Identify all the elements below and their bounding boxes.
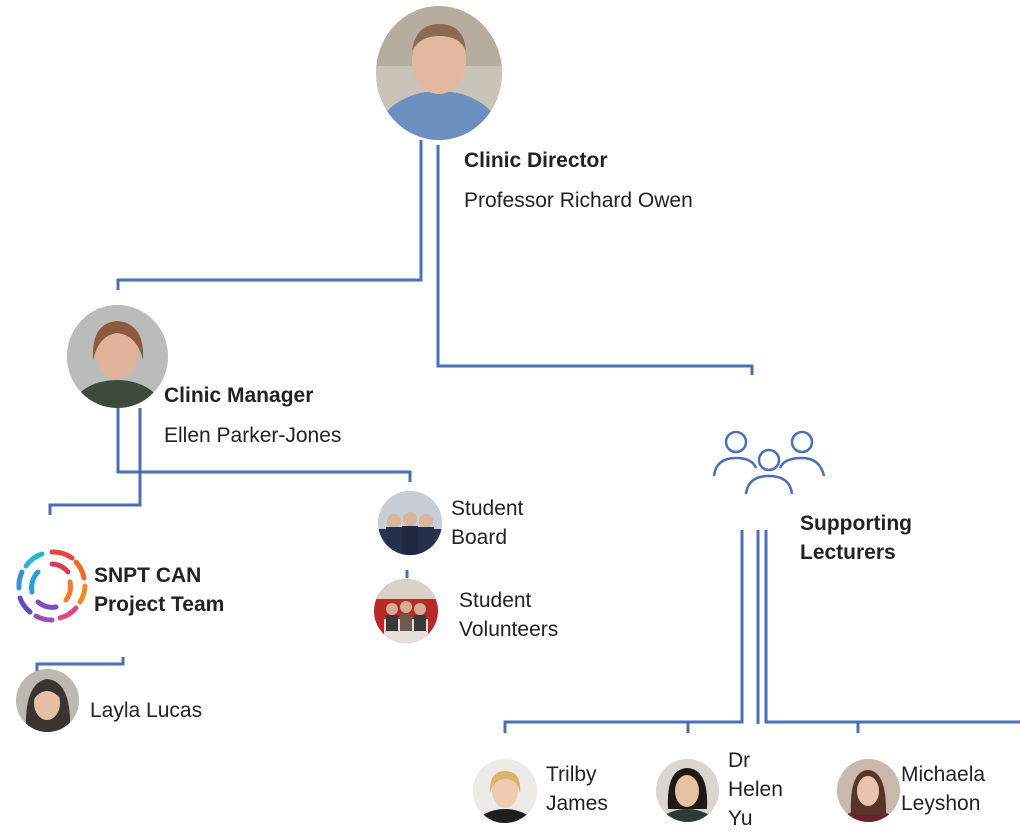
helen-yu-avatar	[656, 759, 719, 822]
project-team-label-line1: SNPT CAN	[94, 564, 202, 587]
connector-supporting-right	[764, 530, 1020, 724]
student-volunteers-avatar	[374, 579, 438, 643]
trilby-james-name-line1: Trilby	[546, 763, 597, 786]
manager-avatar	[67, 305, 168, 408]
connector-director-manager	[116, 140, 423, 290]
director-role: Clinic Director	[464, 149, 608, 172]
michaela-leyshon-name-line1: Michaela	[901, 763, 986, 786]
snpt-can-logo-icon	[16, 549, 88, 623]
helen-yu-name-line1: Dr	[728, 749, 751, 772]
connector-projectteam-member	[35, 657, 125, 672]
student-board-label-line2: Board	[451, 526, 508, 549]
connector-supporting-left	[503, 530, 744, 733]
layla-lucas-avatar	[16, 669, 79, 732]
supporting-lecturers-label-line1: Supporting	[800, 512, 912, 535]
connector-manager-students	[116, 408, 412, 482]
student-volunteers-label-line1: Student	[459, 589, 532, 612]
people-group-icon	[712, 430, 826, 495]
student-board-label-line1: Student	[451, 497, 524, 520]
project-team-label-line2: Project Team	[94, 593, 225, 616]
trilby-james-name-line2: James	[546, 792, 608, 815]
supporting-lecturers-label-line2: Lecturers	[800, 541, 896, 564]
michaela-leyshon-name-line2: Leyshon	[901, 792, 981, 815]
connector-director-supporting	[436, 145, 754, 375]
layla-lucas-name: Layla Lucas	[90, 699, 203, 722]
student-volunteers-label-line2: Volunteers	[459, 618, 559, 641]
manager-role: Clinic Manager	[164, 384, 314, 407]
director-name: Professor Richard Owen	[464, 189, 693, 212]
student-board-avatar	[378, 491, 442, 555]
helen-yu-name-line2: Helen	[728, 778, 783, 801]
director-avatar	[376, 6, 502, 140]
connector-manager-projectteam	[48, 408, 142, 515]
trilby-james-avatar	[473, 759, 537, 823]
helen-yu-name-line3: Yu	[728, 807, 753, 830]
michaela-leyshon-avatar	[837, 759, 900, 822]
manager-name: Ellen Parker-Jones	[164, 424, 342, 447]
